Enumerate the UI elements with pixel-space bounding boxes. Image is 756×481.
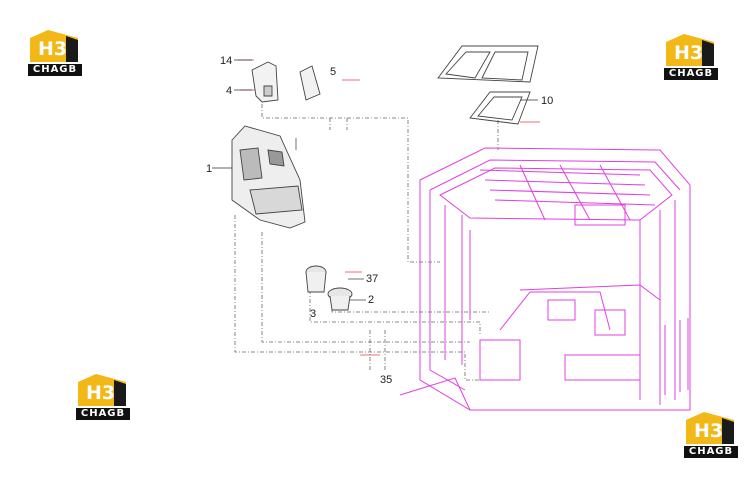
callout-ticks [212, 59, 538, 301]
roof-hatch [437, 45, 539, 125]
callout-37: 37 [366, 273, 379, 285]
cup-holders [305, 265, 353, 311]
callout-35: 35 [380, 374, 393, 386]
callout-2: 2 [368, 294, 375, 306]
house-logo-icon [666, 34, 714, 66]
callout-10: 10 [541, 95, 554, 107]
brand-logo-top-left: H3 CHAGB [26, 28, 84, 76]
logo-brand: CHAGB [684, 446, 738, 458]
brand-logo-bottom-left: H3 CHAGB [74, 372, 132, 420]
logo-mark: H3 [86, 382, 116, 404]
logo-mark: H3 [674, 42, 704, 64]
house-logo-icon [78, 374, 126, 406]
logo-mark: H3 [38, 38, 68, 60]
house-logo-icon [686, 412, 734, 444]
logo-brand: CHAGB [664, 68, 718, 80]
logo-brand: CHAGB [76, 408, 130, 420]
callout-5: 5 [330, 66, 337, 78]
callout-1: 1 [206, 163, 213, 175]
callout-4: 4 [226, 85, 233, 97]
trim-panel [231, 125, 306, 229]
brand-logo-bottom-right: H3 CHAGB [682, 410, 740, 458]
cab-frame [399, 147, 691, 411]
bracket-parts [251, 61, 321, 103]
brand-logo-top-right: H3 CHAGB [662, 32, 720, 80]
house-logo-icon [30, 30, 78, 62]
logo-mark: H3 [694, 420, 724, 442]
logo-brand: CHAGB [28, 64, 82, 76]
callout-14: 14 [220, 55, 233, 67]
callout-3: 3 [310, 308, 317, 320]
